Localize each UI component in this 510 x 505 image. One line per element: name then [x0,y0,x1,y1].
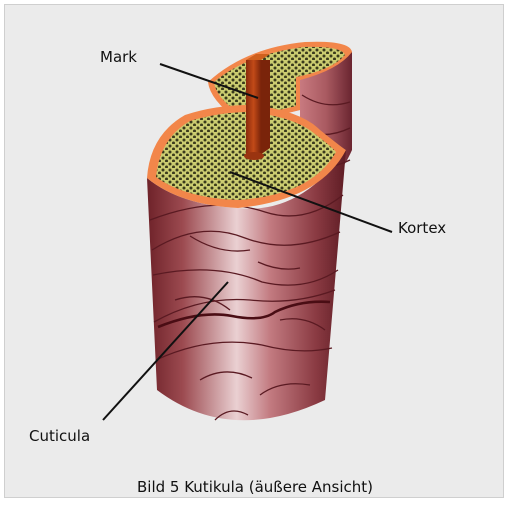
label-kortex: Kortex [398,219,446,237]
label-mark: Mark [100,48,137,66]
medulla-rod-base [244,152,264,160]
medulla-rod-side [260,60,270,155]
label-cuticula: Cuticula [29,427,90,445]
medulla-rod [246,60,261,156]
figure-caption: Bild 5 Kutikula (äußere Ansicht) [0,478,510,496]
